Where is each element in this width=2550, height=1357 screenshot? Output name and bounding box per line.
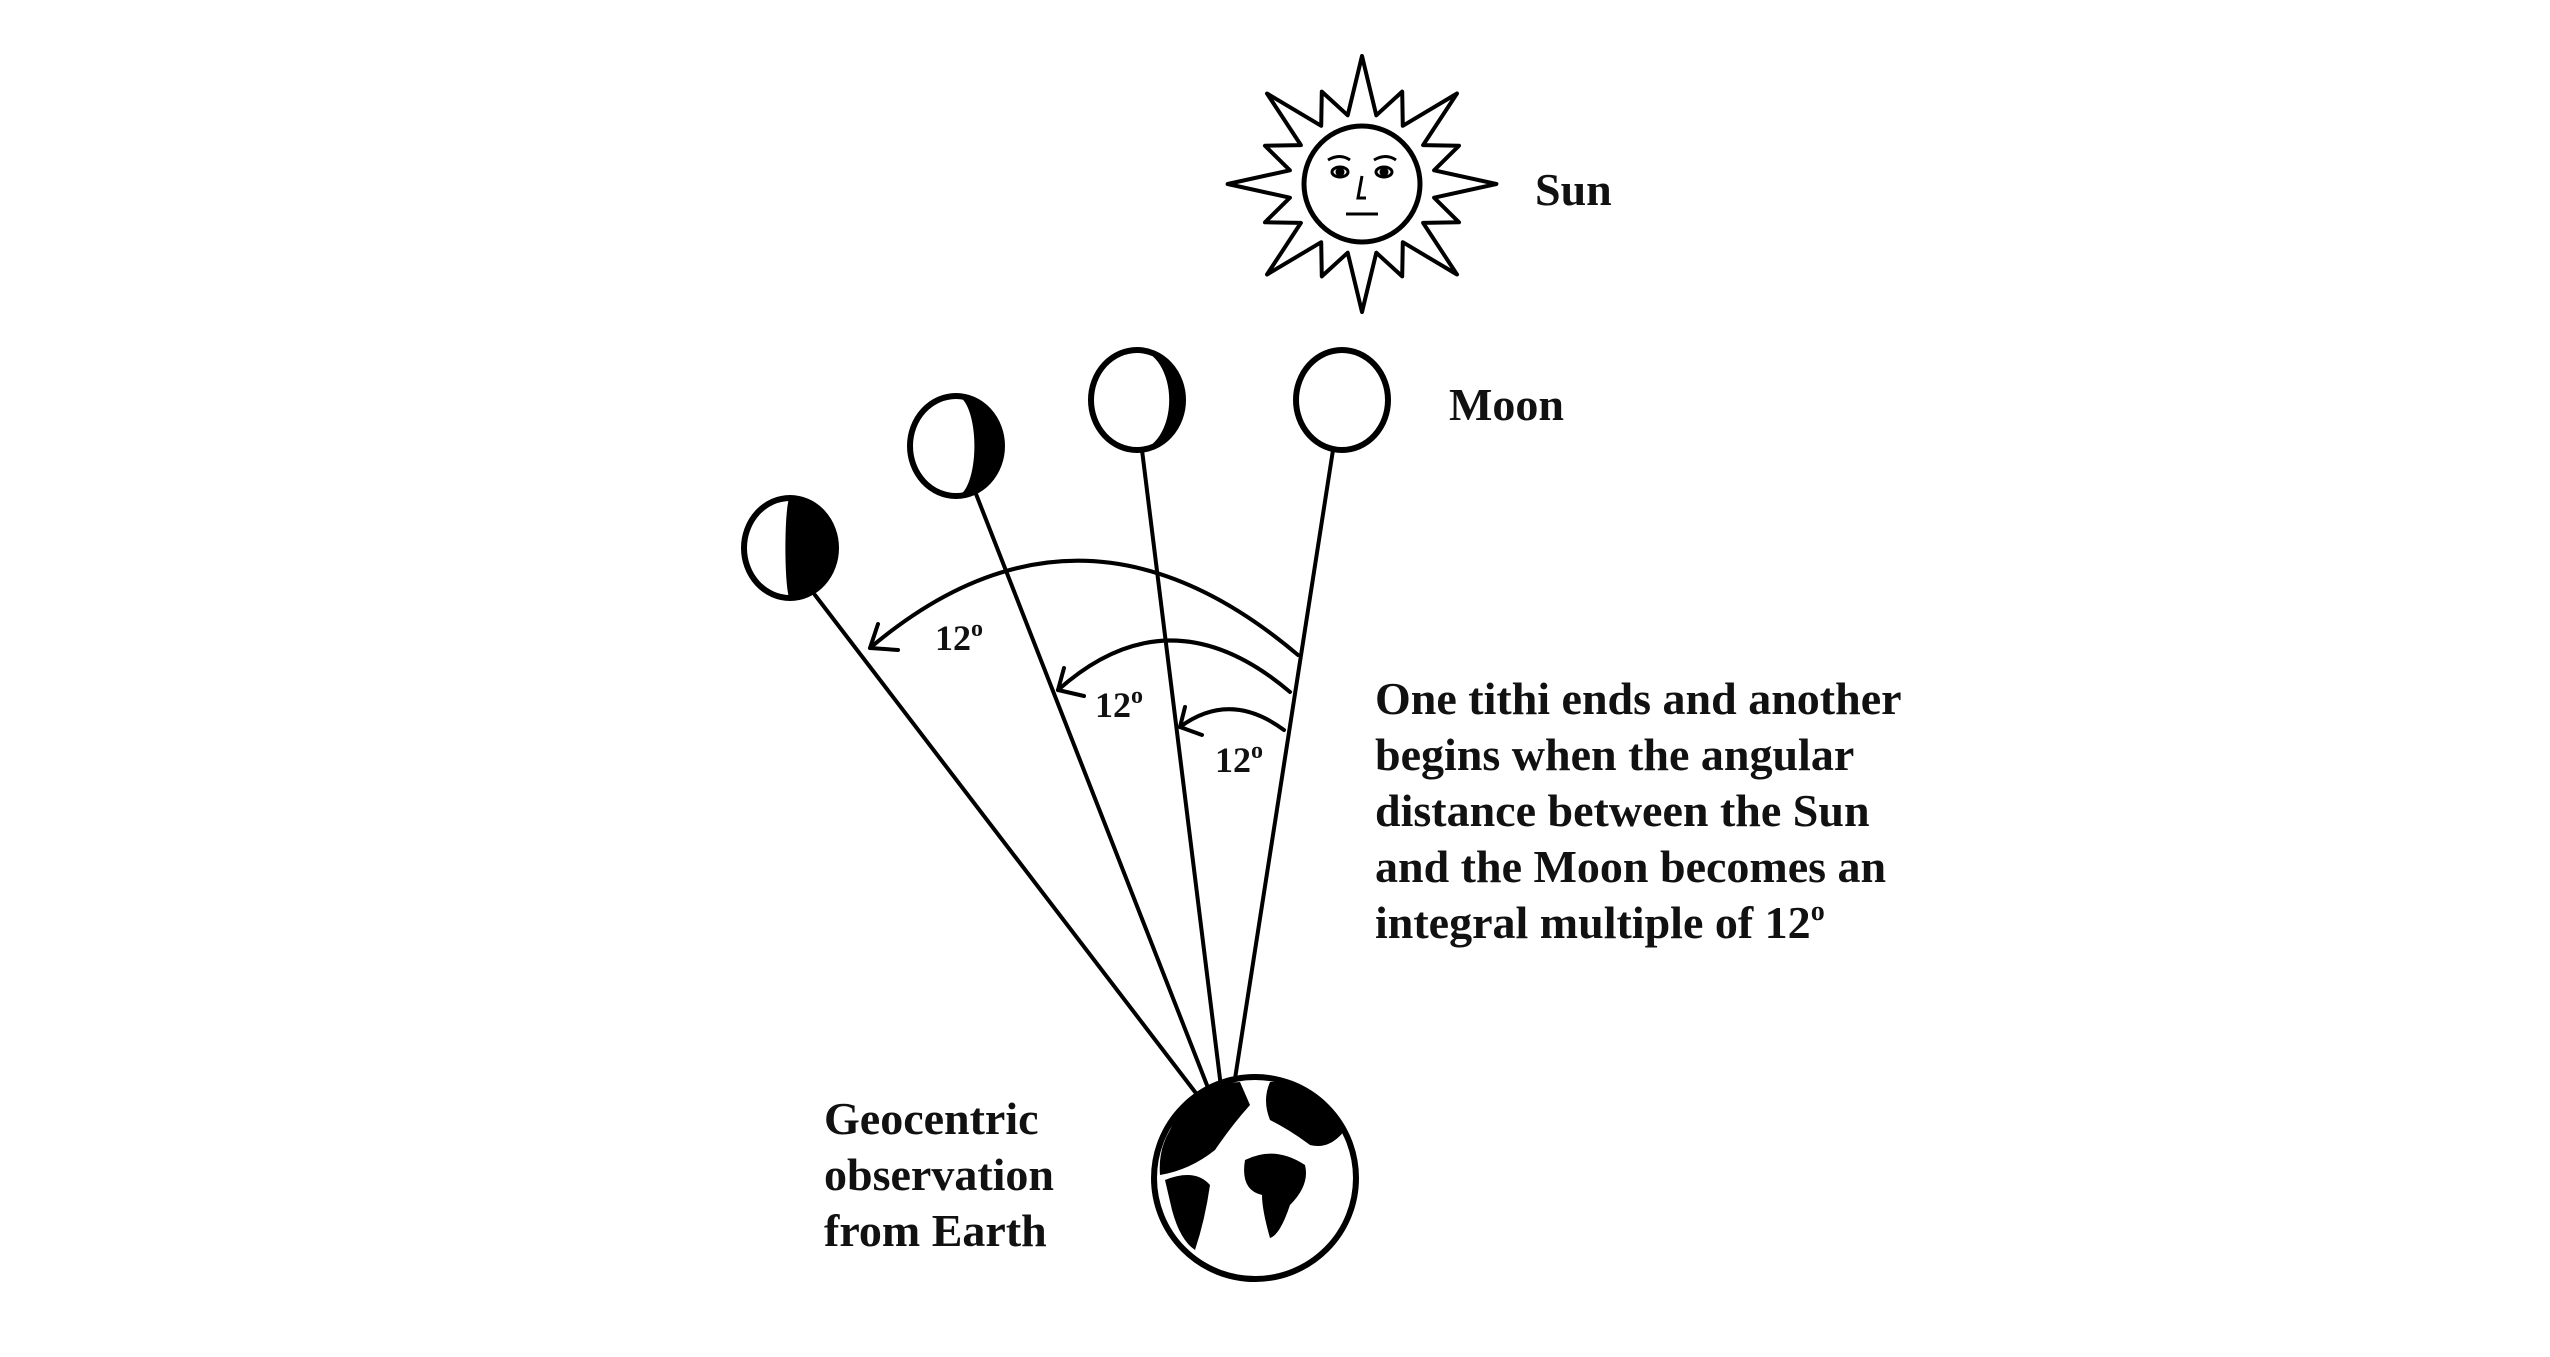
moon-icon xyxy=(1088,347,1186,453)
angle-arcs xyxy=(868,558,1300,737)
angle-label-1: 12o xyxy=(935,616,983,658)
arrow-head-icon xyxy=(868,622,900,652)
earth-label: Geocentric observation from Earth xyxy=(824,1093,1054,1256)
arrow-head-icon xyxy=(1178,705,1204,737)
explanation-line: distance between the Sun xyxy=(1375,785,1870,836)
sun-icon xyxy=(1225,54,1499,314)
explanation-line: One tithi ends and another xyxy=(1375,673,1902,724)
arc-inner xyxy=(1178,707,1286,732)
angle-label-2: 12o xyxy=(1095,683,1143,725)
arrow-head-icon xyxy=(1056,666,1086,698)
moons xyxy=(741,347,1391,601)
moon-shadow xyxy=(1137,350,1183,450)
moon-shadow xyxy=(956,396,1002,496)
earth-label-line: observation xyxy=(824,1149,1054,1200)
arc-middle xyxy=(1056,638,1292,694)
sight-lines xyxy=(813,448,1335,1107)
angle-label-3: 12o xyxy=(1215,738,1263,780)
sight-line-2 xyxy=(974,492,1214,1100)
sight-line-3 xyxy=(1140,448,1224,1097)
moon-icon xyxy=(1293,347,1391,453)
explanation-text: One tithi ends and another begins when t… xyxy=(1375,673,1902,948)
moon-icon xyxy=(907,393,1005,499)
sun-label: Sun xyxy=(1535,164,1612,215)
moon-label: Moon xyxy=(1449,379,1564,430)
sun-face xyxy=(1327,155,1397,216)
explanation-line: and the Moon becomes an xyxy=(1375,841,1886,892)
sight-line-1 xyxy=(813,593,1207,1107)
moon-shadow xyxy=(785,498,836,598)
moon-icon xyxy=(741,495,839,601)
earth-label-line: from Earth xyxy=(824,1205,1047,1256)
explanation-line: integral multiple of 12o xyxy=(1375,896,1825,948)
explanation-line: begins when the angular xyxy=(1375,729,1854,780)
earth-label-line: Geocentric xyxy=(824,1093,1039,1144)
sight-line-4 xyxy=(1230,448,1335,1100)
arc-outer xyxy=(868,558,1300,657)
earth-icon xyxy=(1151,1074,1359,1282)
